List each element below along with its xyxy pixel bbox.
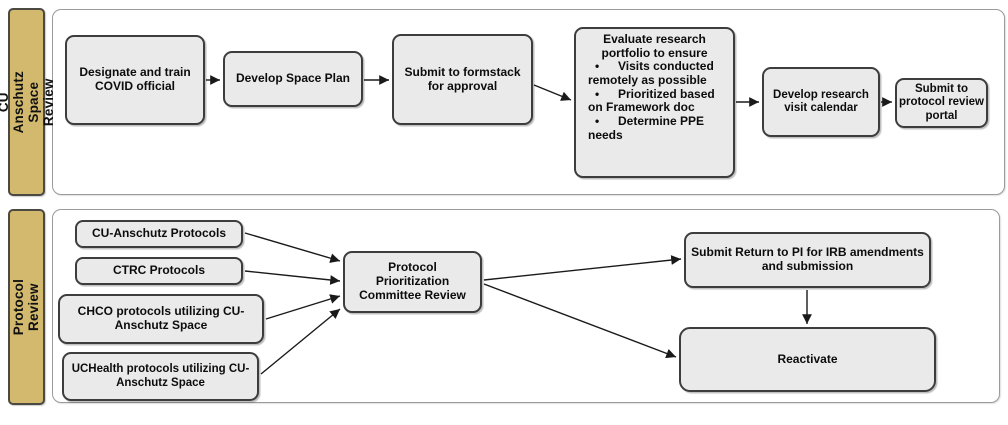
step-submit-return-to-pi: Submit Return to PI for IRB amendments a… — [684, 232, 931, 288]
bullet-text: Determine PPE needs — [588, 114, 705, 142]
step-protocol-prioritization-committee-review: Protocol Prioritization Committee Review — [343, 251, 482, 313]
evaluate-bullet-prioritized: •Prioritized based on Framework doc — [588, 86, 721, 115]
evaluate-content: Evaluate research portfolio to ensure •V… — [588, 32, 721, 142]
step-submit-protocol-review-portal: Submit to protocol review portal — [895, 78, 988, 128]
protocol-source-uchealth: UCHealth protocols utilizing CU-Anschutz… — [62, 352, 259, 401]
step-label: Submit to formstack for approval — [404, 64, 521, 93]
step-label: Develop Space Plan — [235, 71, 351, 86]
step-label: CHCO protocols utilizing CU-Anschutz Spa… — [77, 304, 245, 332]
arrow-chco-to-committee — [265, 294, 341, 320]
step-label: Protocol Prioritization Committee Review — [359, 260, 466, 302]
step-label: Submit to protocol review portal — [899, 83, 984, 122]
evaluate-heading: Evaluate research portfolio to ensure — [601, 32, 708, 60]
bullet-dot-icon: • — [595, 86, 600, 101]
protocol-source-ctrc: CTRC Protocols — [75, 257, 243, 285]
protocol-source-cu-anschutz: CU-Anschutz Protocols — [75, 220, 243, 248]
step-label: Develop research visit calendar — [773, 88, 869, 114]
lane-band-cu-anschutz-space-review: CU Anschutz Space Review — [0, 8, 57, 196]
bullet-dot-icon: • — [595, 114, 600, 129]
step-designate-covid-official: Designate and train COVID official — [65, 35, 205, 125]
step-label: Submit Return to PI for IRB amendments a… — [691, 245, 924, 273]
step-reactivate: Reactivate — [679, 327, 936, 392]
step-develop-space-plan: Develop Space Plan — [223, 51, 363, 107]
arrow-cu-anschutz-to-committee — [244, 232, 341, 263]
bullet-text: Prioritized based on Framework doc — [588, 86, 715, 115]
step-label: CTRC Protocols — [112, 263, 205, 278]
step-label: UCHealth protocols utilizing CU-Anschutz… — [71, 363, 250, 389]
arrow-committee-to-reactivate — [483, 283, 677, 359]
arrow-committee-to-return — [483, 255, 682, 281]
bullet-dot-icon: • — [595, 59, 600, 74]
protocol-source-chco: CHCO protocols utilizing CU-Anschutz Spa… — [58, 294, 264, 344]
arrow-formstack-to-evaluate — [533, 84, 572, 101]
step-label: Reactivate — [777, 351, 838, 366]
step-label: Designate and train COVID official — [79, 65, 191, 93]
step-label: CU-Anschutz Protocols — [91, 226, 226, 241]
evaluate-bullet-ppe: •Determine PPE needs — [588, 114, 721, 142]
step-submit-formstack: Submit to formstack for approval — [392, 34, 533, 125]
lane-band-protocol-review: Protocol Review — [8, 209, 45, 405]
step-evaluate-research-portfolio: Evaluate research portfolio to ensure •V… — [574, 27, 735, 178]
bullet-text: Visits conducted remotely as possible — [588, 59, 714, 88]
step-develop-visit-calendar: Develop research visit calendar — [762, 67, 880, 137]
arrow-uchealth-to-committee — [260, 308, 341, 375]
evaluate-bullet-visits: •Visits conducted remotely as possible — [588, 60, 721, 87]
arrow-ctrc-to-committee — [244, 270, 341, 285]
